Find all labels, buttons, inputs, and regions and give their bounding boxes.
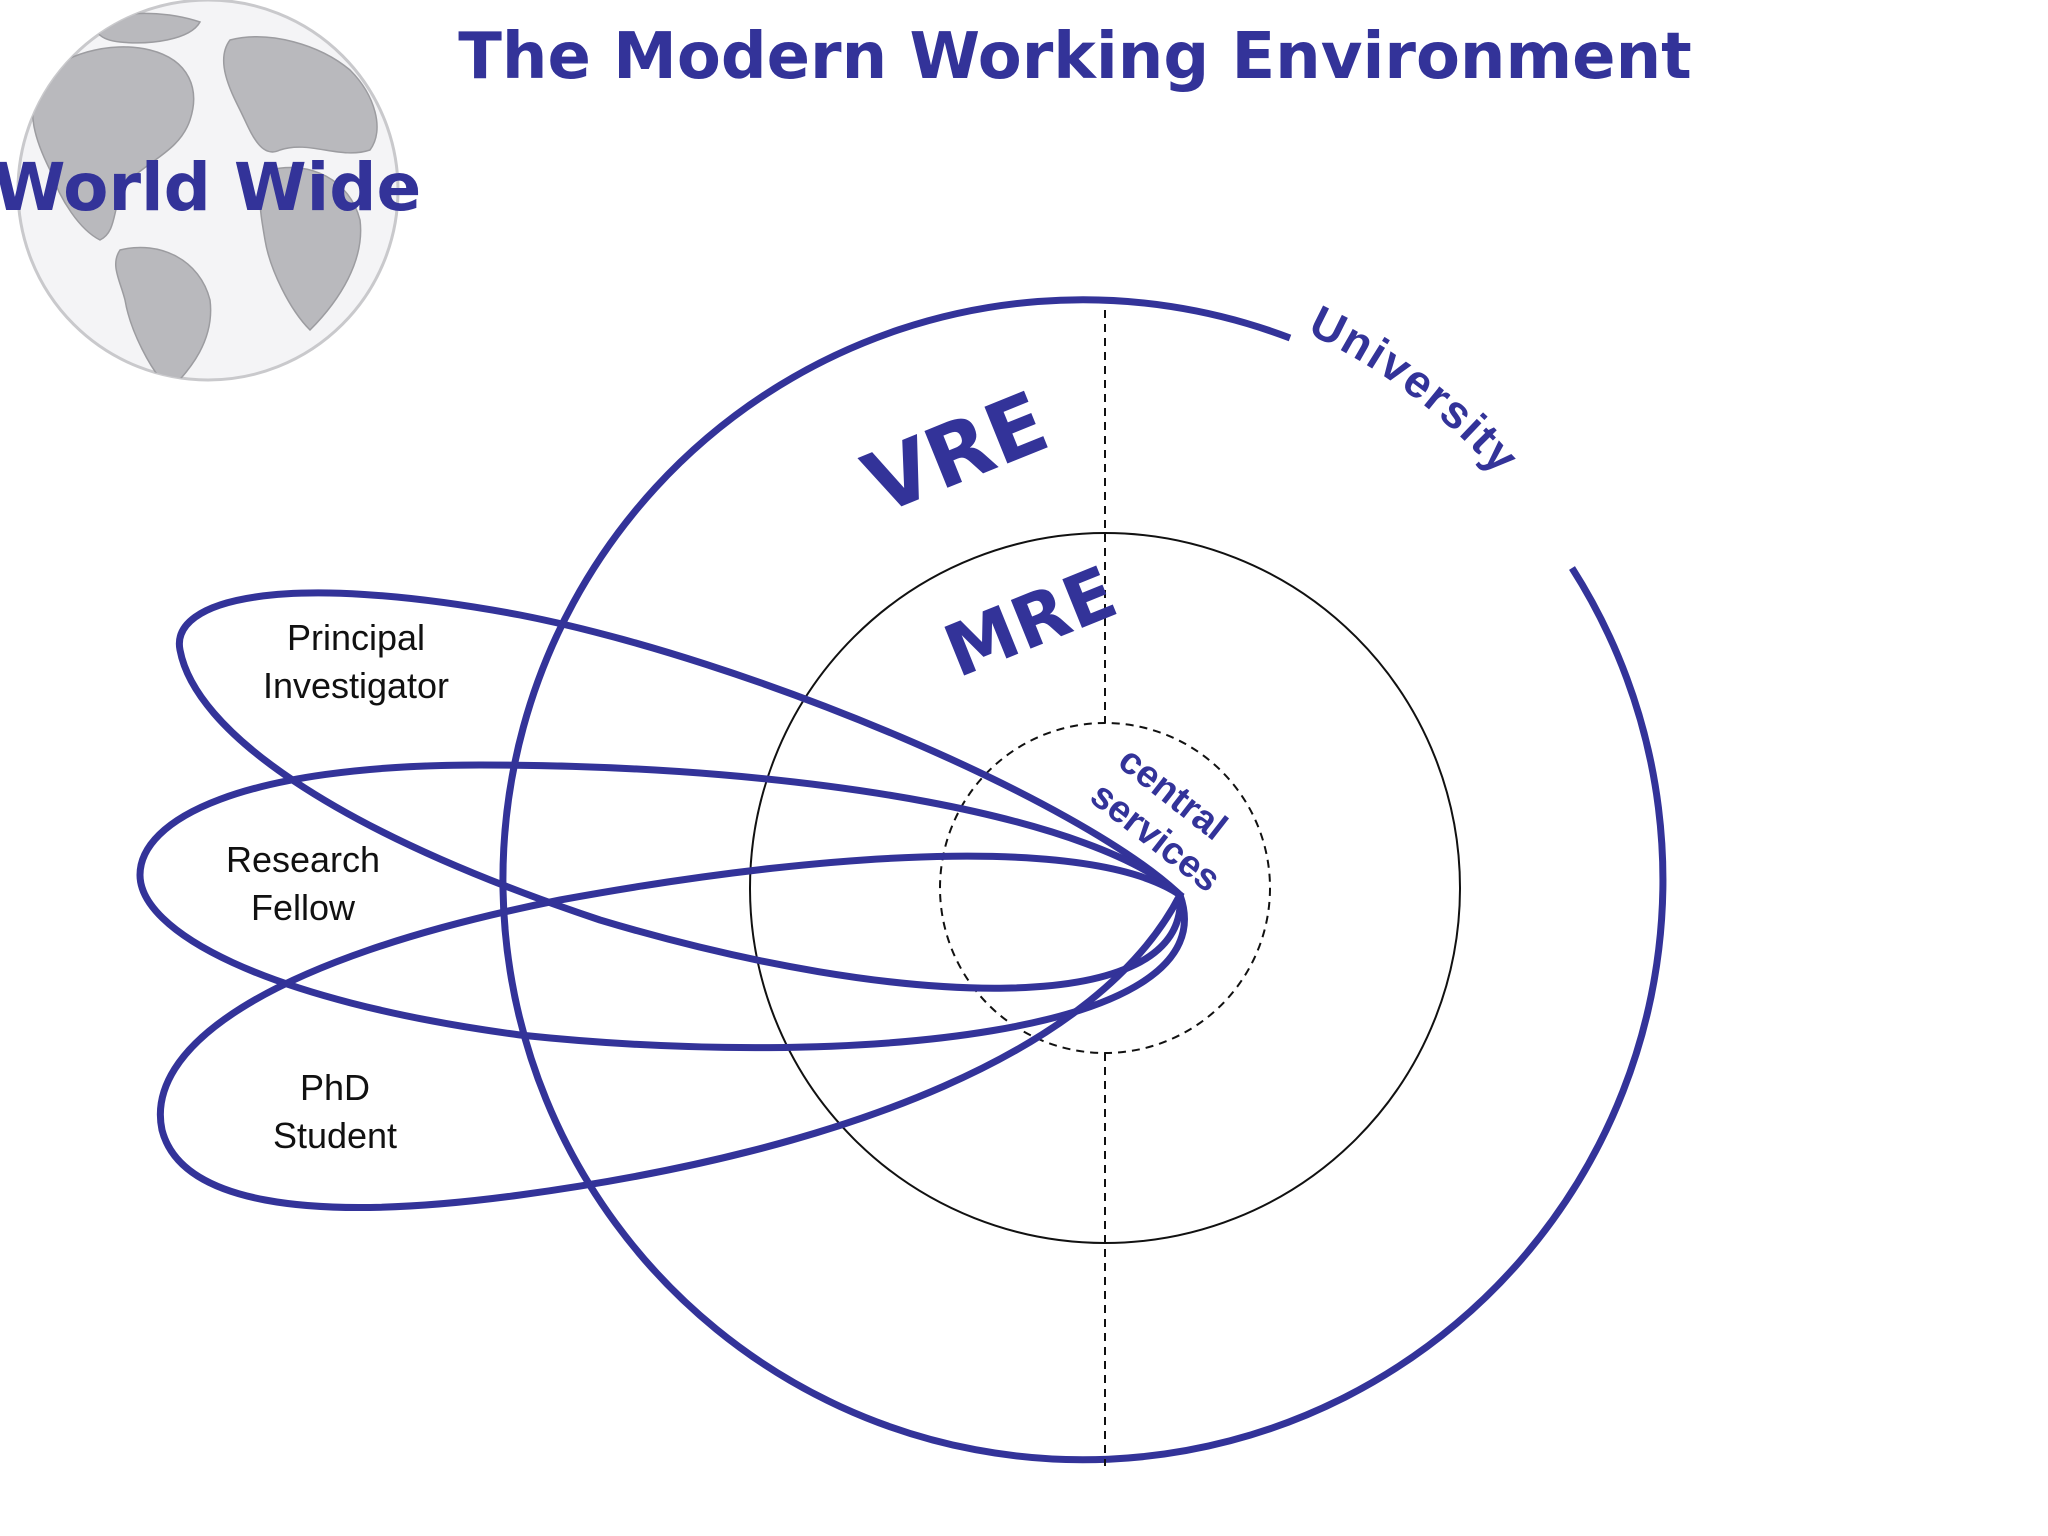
svg-text:Research: Research	[226, 839, 380, 880]
research-fellow-loop	[136, 761, 1188, 1052]
phd-student-loop	[157, 852, 1185, 1211]
world-wide-label: World Wide	[0, 149, 421, 226]
principal-investigator-loop	[175, 589, 1184, 992]
svg-text:Principal: Principal	[287, 617, 425, 658]
svg-text:Investigator: Investigator	[263, 665, 449, 706]
university-ring	[499, 296, 1667, 1464]
svg-text:Fellow: Fellow	[251, 887, 356, 928]
research-fellow-label: Research Fellow	[226, 839, 380, 928]
globe-icon	[16, 0, 400, 382]
svg-text:Student: Student	[273, 1115, 397, 1156]
phd-student-label: PhD Student	[273, 1067, 397, 1156]
page-title: The Modern Working Environment	[458, 20, 1691, 94]
principal-investigator-label: Principal Investigator	[263, 617, 449, 706]
mre-label: MRE	[933, 550, 1128, 694]
svg-text:PhD: PhD	[300, 1067, 370, 1108]
vre-label: VRE	[851, 373, 1061, 534]
university-label: University	[1302, 295, 1530, 484]
